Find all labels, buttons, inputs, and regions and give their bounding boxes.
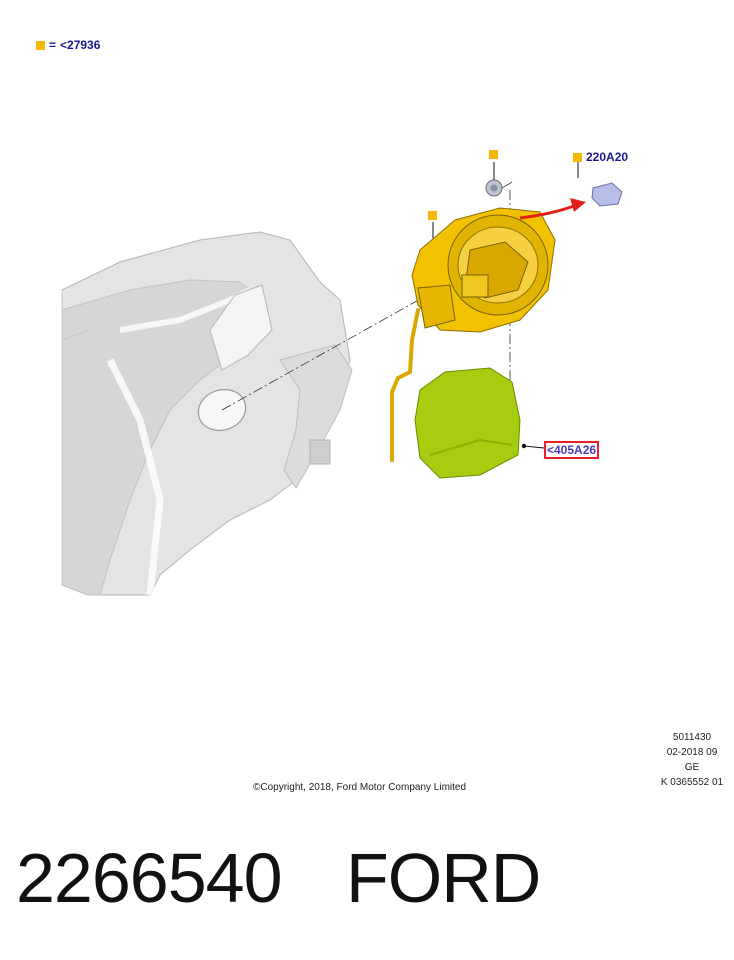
hinge-rod bbox=[390, 308, 420, 462]
meta-line-3: GE bbox=[684, 762, 700, 773]
meta-line-1: 5011430 bbox=[672, 732, 712, 743]
ref-220a20: 220A20 bbox=[586, 150, 629, 164]
legend-marker-icon bbox=[36, 40, 45, 50]
red-arrow bbox=[519, 198, 586, 220]
legend: = <27936 bbox=[36, 38, 100, 52]
fuel-door-cover bbox=[414, 367, 521, 479]
quarter-panel bbox=[61, 231, 353, 596]
callout-marker-icon bbox=[573, 152, 582, 162]
brand-name: FORD bbox=[346, 839, 541, 917]
callout-marker-icon bbox=[489, 150, 498, 159]
leader-dot bbox=[521, 443, 527, 449]
meta-line-4: K 0365552 01 bbox=[660, 777, 724, 788]
part-number: 2266540 bbox=[16, 839, 283, 917]
callout-actuator: 220A20 bbox=[573, 150, 628, 164]
legend-ref: <27936 bbox=[60, 38, 101, 52]
clip-part bbox=[485, 179, 513, 197]
legend-equals: = bbox=[49, 38, 57, 52]
leader-lines bbox=[432, 162, 579, 449]
callout-clip bbox=[489, 150, 498, 159]
copyright: ©Copyright, 2018, Ford Motor Company Lim… bbox=[253, 782, 467, 793]
callout-marker-icon bbox=[428, 211, 437, 220]
meta-line-2: 02-2018 09 bbox=[666, 747, 718, 758]
ref-405a26: <405A26 bbox=[544, 441, 600, 459]
fuel-door-housing bbox=[411, 207, 556, 333]
actuator-part bbox=[591, 182, 623, 207]
drawing-meta: 5011430 02-2018 09 GE K 0365552 01 bbox=[640, 730, 734, 790]
callout-housing bbox=[428, 211, 437, 220]
